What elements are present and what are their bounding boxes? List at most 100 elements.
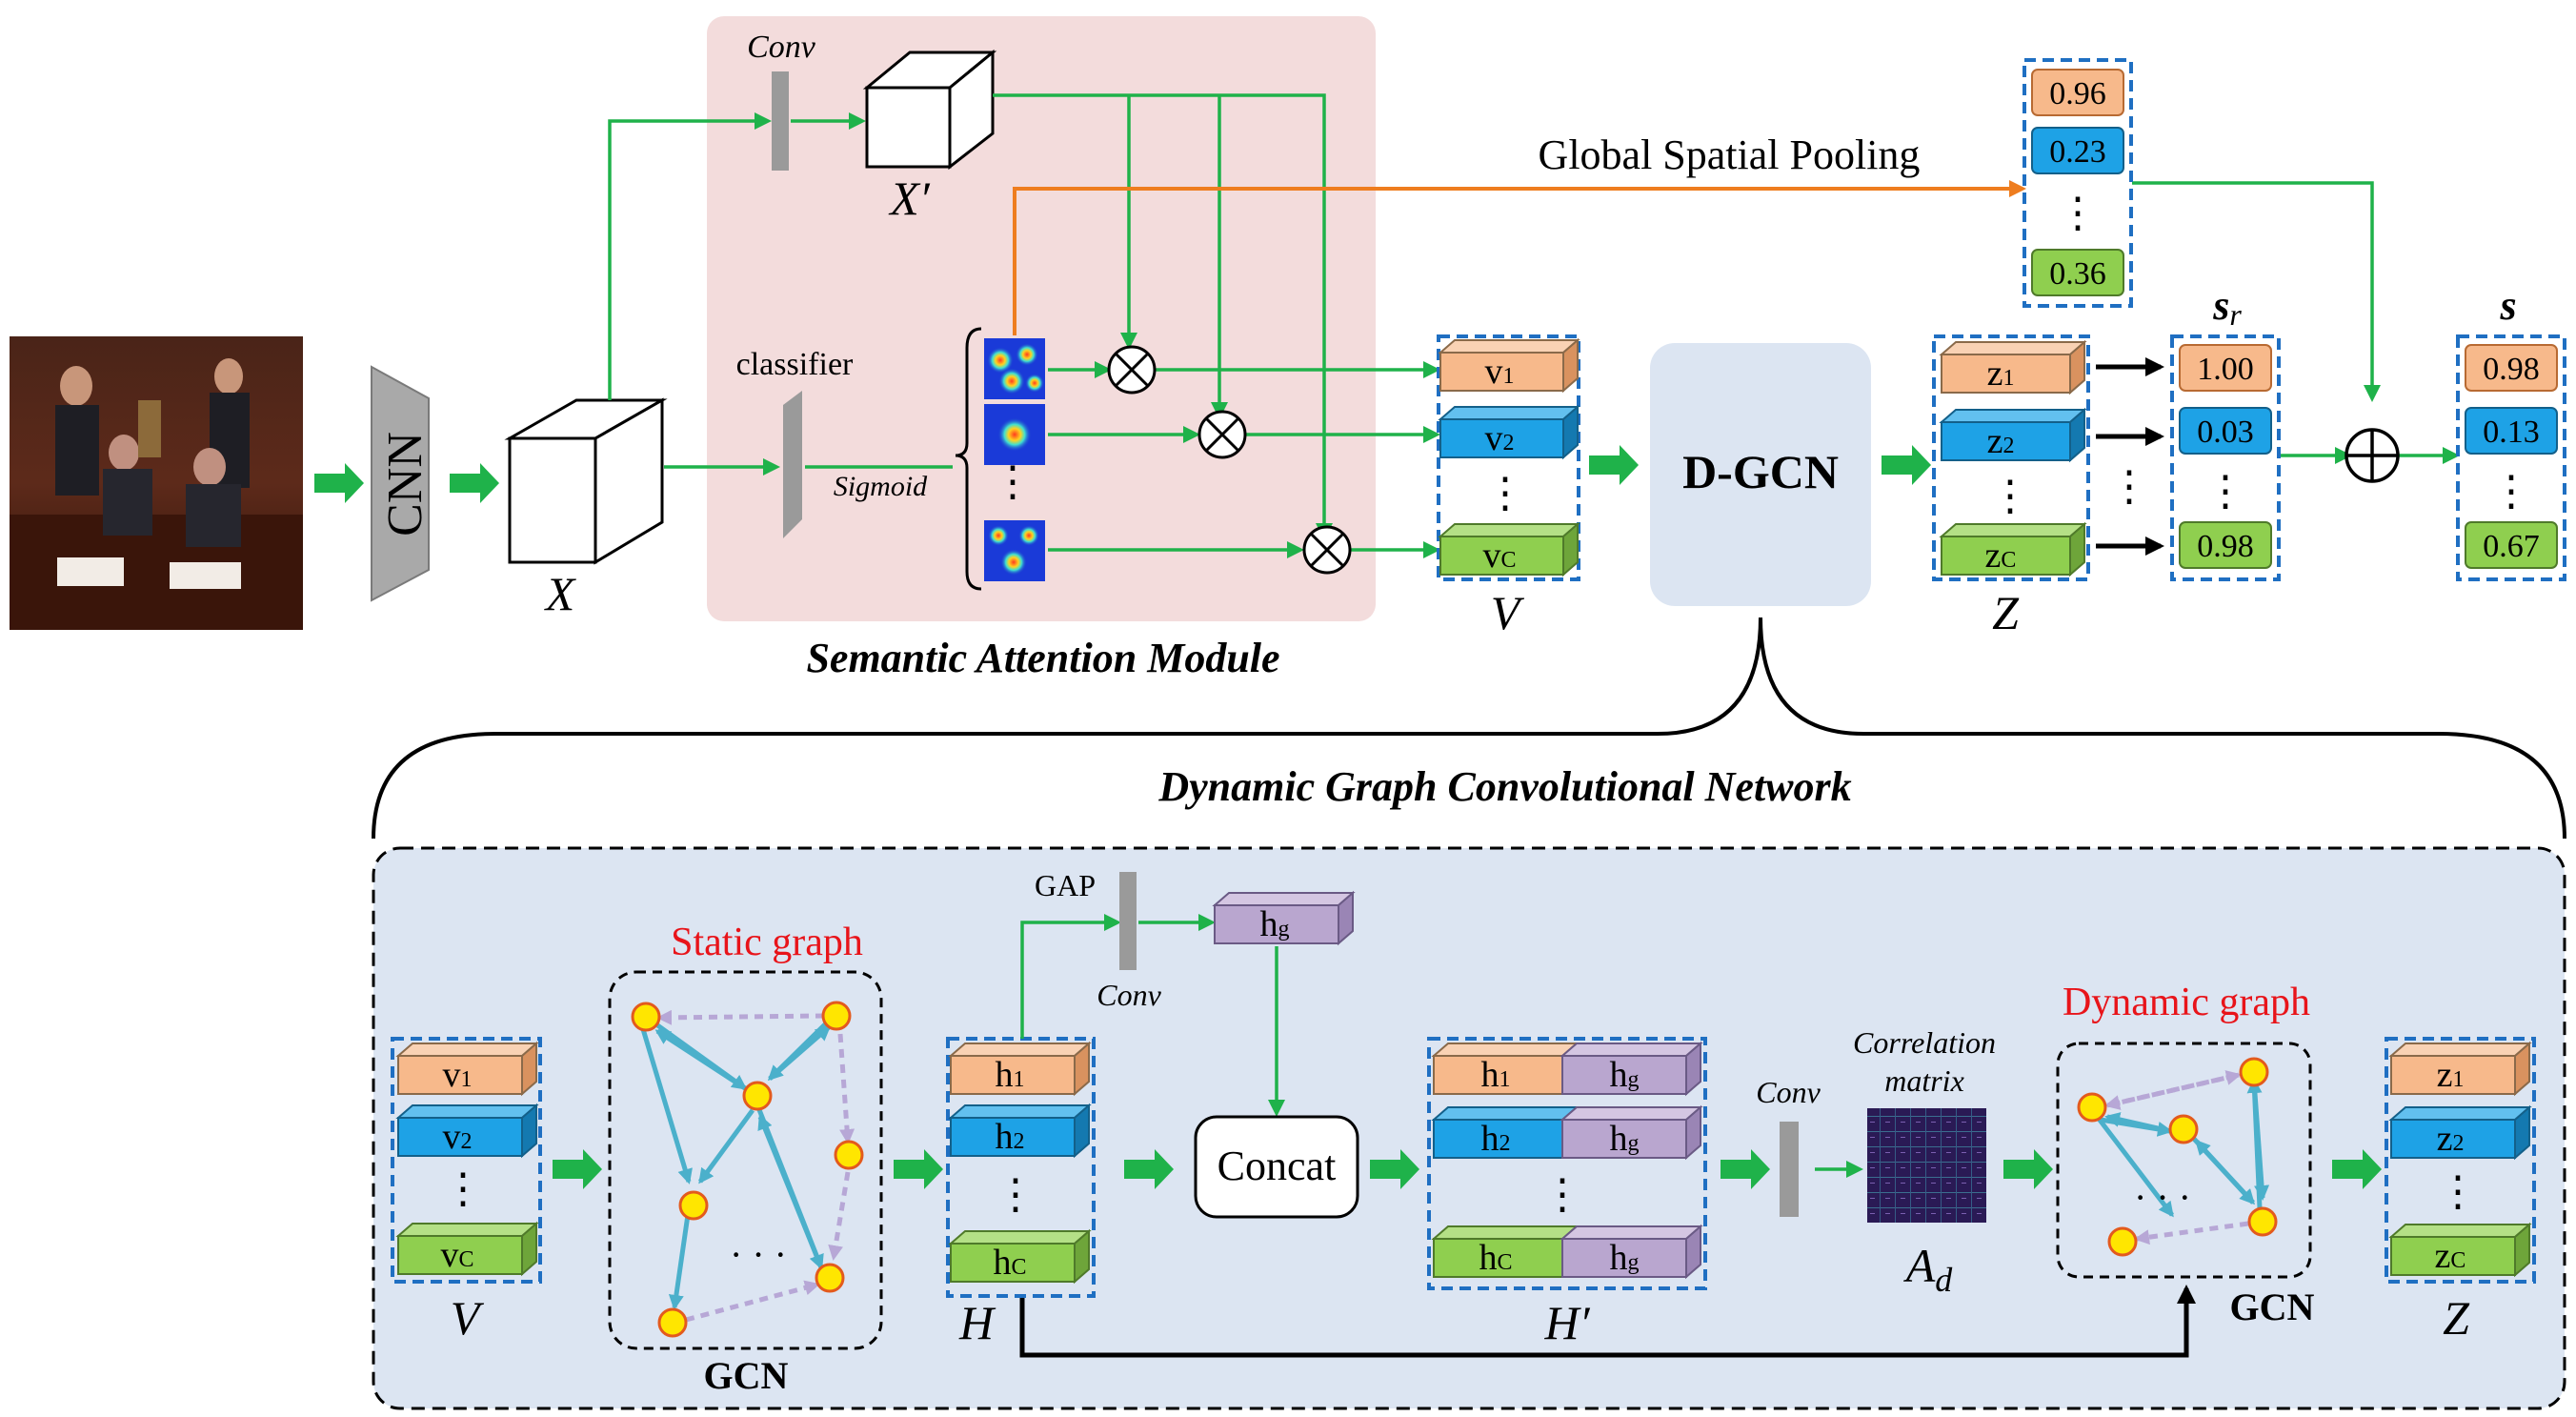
static-graph-nodes: [631, 1001, 864, 1338]
gcn-label-2: GCN: [2230, 1285, 2315, 1328]
conv-bar-top: [772, 71, 789, 171]
correlation-matrix-label-2: matrix: [1884, 1063, 1964, 1098]
conv-mid-label: Conv: [1756, 1075, 1821, 1109]
dgcn-block: [1650, 343, 1871, 606]
h-prime-ellipsis: ⋮: [1541, 1171, 1583, 1218]
h-prime-box: [1427, 1037, 1707, 1290]
expand-brace: [372, 617, 2566, 840]
conv-bottom-label: Conv: [1097, 978, 1161, 1012]
hg-vector: [1212, 890, 1356, 946]
s-cell-c: [2465, 521, 2558, 569]
h-prime-row-2: [1431, 1104, 1703, 1161]
sr-box: [2170, 334, 2281, 581]
thick-arrows-bottom: [553, 1149, 2382, 1189]
h-prime-hg1-label: hg: [1610, 1055, 1640, 1095]
static-graph-ellipsis: · · ·: [730, 1233, 787, 1276]
concat-block: [1194, 1115, 1359, 1219]
z-bottom-c-label: zC: [2435, 1236, 2466, 1276]
h-vector-c: [948, 1228, 1092, 1285]
z2-label: z2: [1987, 421, 2015, 461]
v-box-bottom: [391, 1037, 542, 1284]
sr-label: sr: [2212, 282, 2242, 332]
z1-label: z1: [1987, 354, 2015, 394]
multiply-icon-2: [1197, 410, 1247, 459]
v2-label: v2: [1485, 418, 1515, 458]
v-bottom-2-label: v2: [443, 1117, 473, 1157]
zc-label: zC: [1985, 536, 2017, 576]
conv-top-label: Conv: [747, 30, 816, 65]
s-box: [2456, 334, 2566, 581]
v-bottom-c-label: vC: [440, 1235, 473, 1275]
gap-flow: [1020, 914, 1285, 1117]
feature-cube-x-prime: [862, 49, 997, 171]
v-bottom-vector-2: [395, 1103, 539, 1159]
dynamic-graph-title: Dynamic graph: [2063, 981, 2310, 1024]
sm-cell-c: [2031, 249, 2124, 296]
dynamic-graph-edges: [2094, 1078, 2270, 1218]
v-box-top: [1437, 334, 1580, 581]
gcn-label-1: GCN: [704, 1354, 789, 1397]
v1-label: v1: [1485, 352, 1515, 392]
h-ellipsis: ⋮: [995, 1171, 1036, 1218]
gap-label: GAP: [1035, 868, 1096, 902]
sm-value-c: 0.36: [2049, 256, 2106, 292]
sigmoid-label: Sigmoid: [834, 471, 928, 502]
sr-value-c: 0.98: [2197, 529, 2254, 564]
z-bottom-2-label: z2: [2437, 1119, 2465, 1159]
dynamic-graph-dashed-edges: [2104, 1070, 2249, 1245]
z-vector-2: [1939, 407, 2087, 463]
h-prime-hc-label: hC: [1479, 1238, 1512, 1278]
h2-label: h2: [996, 1117, 1025, 1157]
multiply-icon-1: [1107, 345, 1157, 395]
static-graph-box: [608, 970, 883, 1350]
v-vector-c: [1438, 521, 1580, 577]
z-vector-c: [1939, 521, 2087, 577]
s-cell-2: [2465, 407, 2558, 455]
h-prime-hg2-label: hg: [1610, 1119, 1640, 1159]
static-graph-dashed-edges: [656, 1009, 855, 1323]
h-vector-2: [948, 1103, 1092, 1159]
v-ellipsis: ⋮: [1484, 470, 1526, 516]
vc-label: vC: [1482, 536, 1516, 576]
h-prime-row-c: [1431, 1224, 1703, 1280]
h-prime-hgc-label: hg: [1610, 1238, 1640, 1278]
sr-cell-c: [2179, 521, 2272, 569]
concat-label: Concat: [1218, 1143, 1337, 1189]
input-photo: [10, 336, 303, 630]
z-bottom-vector-2: [2388, 1104, 2532, 1161]
sm-cell-2: [2031, 127, 2124, 174]
conv-mid-bar: [1780, 1122, 1799, 1217]
s-value-1: 0.98: [2483, 352, 2540, 387]
z-vector-1: [1939, 339, 2087, 395]
multiply-icon-3: [1302, 525, 1352, 575]
sm-box: [2023, 58, 2133, 308]
correlation-matrix-label-1: Correlation: [1853, 1025, 1996, 1060]
s-ellipsis: ⋮: [2490, 468, 2532, 515]
z-ellipsis: ⋮: [1989, 473, 2031, 519]
h1-label: h1: [996, 1055, 1025, 1095]
classifier-label: classifier: [736, 347, 854, 382]
sr-ellipsis: ⋮: [2204, 468, 2246, 515]
gap-conv-bar: [1119, 872, 1137, 970]
correlation-matrix: [1867, 1108, 1986, 1223]
cnn-label: CNN: [378, 432, 433, 536]
green-flow-top: [608, 93, 2460, 558]
sr-value-1: 1.00: [2197, 352, 2254, 387]
s-label: s: [2499, 282, 2516, 329]
h-vector-1: [948, 1041, 1092, 1097]
x-label: X: [544, 567, 577, 620]
h-label: H: [958, 1296, 996, 1349]
sm-ellipsis: ⋮: [2057, 190, 2099, 236]
dynamic-gcn-title: Dynamic Graph Convolutional Network: [1157, 763, 1851, 810]
feature-cube-x: [504, 397, 668, 565]
z-bottom-label: Z: [2443, 1291, 2470, 1345]
black-arrow-ellipsis: ⋮: [2108, 463, 2150, 510]
attention-heatmaps: [984, 338, 1045, 581]
h-prime-row-1: [1431, 1041, 1703, 1097]
v-bottom-vector-c: [395, 1221, 539, 1277]
sr-cell-1: [2179, 344, 2272, 392]
add-icon: [2345, 428, 2400, 483]
z-top-label: Z: [1992, 586, 2020, 639]
semantic-attention-title: Semantic Attention Module: [806, 635, 1279, 681]
z-bottom-vector-c: [2388, 1222, 2532, 1278]
